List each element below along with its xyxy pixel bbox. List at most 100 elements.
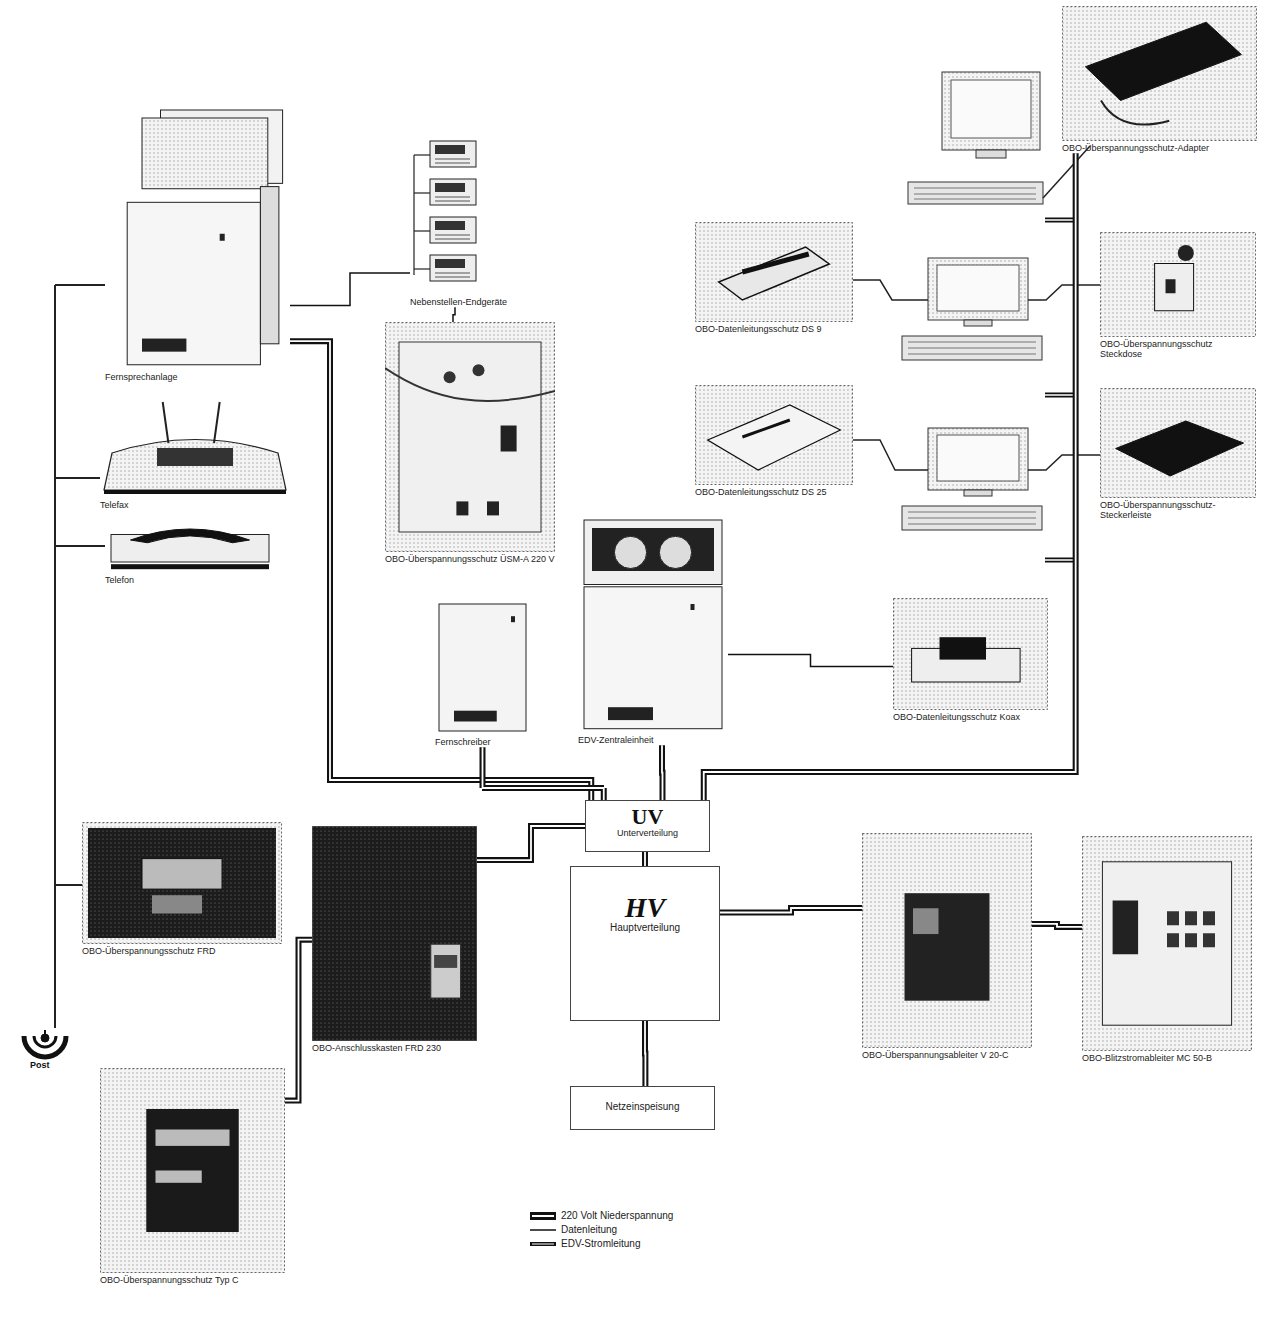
drawing-part bbox=[456, 501, 468, 515]
power-cable bbox=[285, 940, 312, 1101]
drawing-part bbox=[83, 823, 282, 944]
drawing-part bbox=[913, 908, 939, 934]
drawing-part bbox=[742, 420, 789, 437]
device-caption: Nebenstellen-Endgeräte bbox=[410, 297, 560, 307]
device-drawing bbox=[696, 223, 853, 322]
device-drawing bbox=[1083, 837, 1252, 1051]
device-picture: OBO-Überspannungsschutz ÜSM-A 220 V bbox=[385, 322, 555, 564]
drawing-part bbox=[385, 368, 555, 401]
device-drawing bbox=[1101, 389, 1256, 498]
device-drawing bbox=[101, 1069, 285, 1273]
logo-text: Post bbox=[30, 1060, 50, 1070]
device-picture: OBO-Datenleitungsschutz DS 9 bbox=[695, 222, 853, 334]
drawing-part bbox=[142, 339, 186, 352]
drawing-part bbox=[1113, 901, 1139, 955]
drawing-part bbox=[487, 501, 499, 515]
drawing-part bbox=[894, 599, 1048, 710]
data-cables bbox=[853, 146, 1100, 470]
drawing-part bbox=[430, 255, 476, 281]
drawing-part bbox=[696, 386, 853, 485]
device-picture: Fernschreiber bbox=[435, 600, 530, 747]
drawing-part bbox=[584, 587, 722, 729]
device-caption: OBO-Überspannungsschutz-Steckerleiste bbox=[1100, 500, 1256, 521]
device-picture: Nebenstellen-Endgeräte bbox=[410, 135, 560, 307]
drawing-part bbox=[220, 234, 225, 241]
drawing-part bbox=[501, 426, 517, 452]
drawing-part bbox=[1102, 862, 1231, 1025]
device-picture: Telefon bbox=[105, 518, 275, 585]
drawing-part bbox=[435, 221, 465, 230]
drawing-part bbox=[435, 273, 470, 277]
power-cable bbox=[642, 852, 648, 866]
device-illustration bbox=[312, 826, 477, 1041]
drawing-part bbox=[1155, 264, 1194, 311]
drawing-part bbox=[414, 230, 430, 231]
device-illustration bbox=[385, 322, 555, 552]
drawing-part bbox=[413, 155, 414, 275]
connector-group bbox=[1032, 924, 1082, 927]
connector-group bbox=[482, 747, 604, 800]
box-abbreviation: HV bbox=[625, 893, 665, 922]
drawing-part bbox=[708, 405, 841, 470]
drawing-part bbox=[592, 528, 714, 571]
legend-text: 220 Volt Niederspannung bbox=[561, 1210, 673, 1221]
device-picture: OBO-Blitzstromableiter MC 50-B bbox=[1082, 836, 1252, 1063]
device-caption: OBO-Überspannungsschutz ÜSM-A 220 V bbox=[385, 554, 555, 564]
connector-group bbox=[645, 852, 646, 866]
drawing-part bbox=[399, 342, 541, 532]
power-cable bbox=[477, 826, 585, 860]
drawing-part bbox=[434, 955, 457, 968]
device-caption: OBO-Überspannungsschutz FRD bbox=[82, 946, 282, 956]
device-drawing bbox=[414, 141, 476, 281]
drawing-part bbox=[1063, 7, 1257, 141]
device-caption: OBO-Überspannungsschutz-Adapter bbox=[1062, 143, 1257, 153]
drawing-part bbox=[101, 1069, 285, 1273]
device-illustration bbox=[82, 822, 282, 944]
drawing-part bbox=[1101, 233, 1256, 337]
legend-line-sample bbox=[530, 1240, 556, 1248]
device-drawing bbox=[1101, 233, 1256, 337]
device-caption: Telefax bbox=[100, 500, 290, 510]
cable-core bbox=[661, 745, 663, 800]
drawing-part bbox=[454, 711, 497, 722]
device-illustration bbox=[1062, 6, 1257, 141]
device-caption: Fernsprechanlage bbox=[105, 372, 290, 382]
power-cable bbox=[1032, 924, 1082, 927]
power-cable bbox=[720, 908, 862, 912]
drawing-part bbox=[940, 637, 987, 659]
drawing-part bbox=[435, 259, 465, 268]
drawing-part bbox=[691, 604, 695, 610]
distribution-box: HVHauptverteilung bbox=[570, 866, 720, 1021]
cable-core bbox=[644, 852, 646, 866]
power-feeds bbox=[1045, 220, 1075, 560]
device-illustration bbox=[410, 135, 560, 295]
drawing-part bbox=[719, 247, 830, 300]
device-drawing bbox=[584, 520, 722, 729]
drawing-part bbox=[260, 187, 279, 344]
drawing-part bbox=[414, 154, 430, 155]
cable-core bbox=[644, 1021, 646, 1086]
device-drawing bbox=[127, 110, 282, 365]
device-illustration bbox=[862, 833, 1032, 1048]
device-caption: Fernschreiber bbox=[435, 737, 530, 747]
drawing-part bbox=[88, 828, 276, 938]
device-caption: OBO-Datenleitungsschutz DS 9 bbox=[695, 324, 853, 334]
drawing-part bbox=[614, 536, 646, 568]
drawing-part bbox=[104, 440, 286, 491]
drawing-part bbox=[1203, 933, 1215, 947]
device-caption: OBO-Überspannungsableiter V 20-C bbox=[862, 1050, 1032, 1060]
device-illustration bbox=[1100, 232, 1256, 337]
device-drawing bbox=[439, 604, 526, 731]
drawing-part bbox=[444, 371, 456, 383]
post-logo bbox=[24, 1030, 66, 1057]
device-drawing bbox=[1063, 7, 1257, 141]
device-drawing bbox=[104, 402, 286, 494]
device-illustration bbox=[1100, 388, 1256, 498]
drawing-part bbox=[430, 217, 476, 243]
drawing-part bbox=[104, 490, 286, 494]
computer-terminals bbox=[902, 72, 1043, 530]
box-title: Unterverteilung bbox=[617, 828, 678, 838]
connector-group bbox=[728, 654, 893, 666]
